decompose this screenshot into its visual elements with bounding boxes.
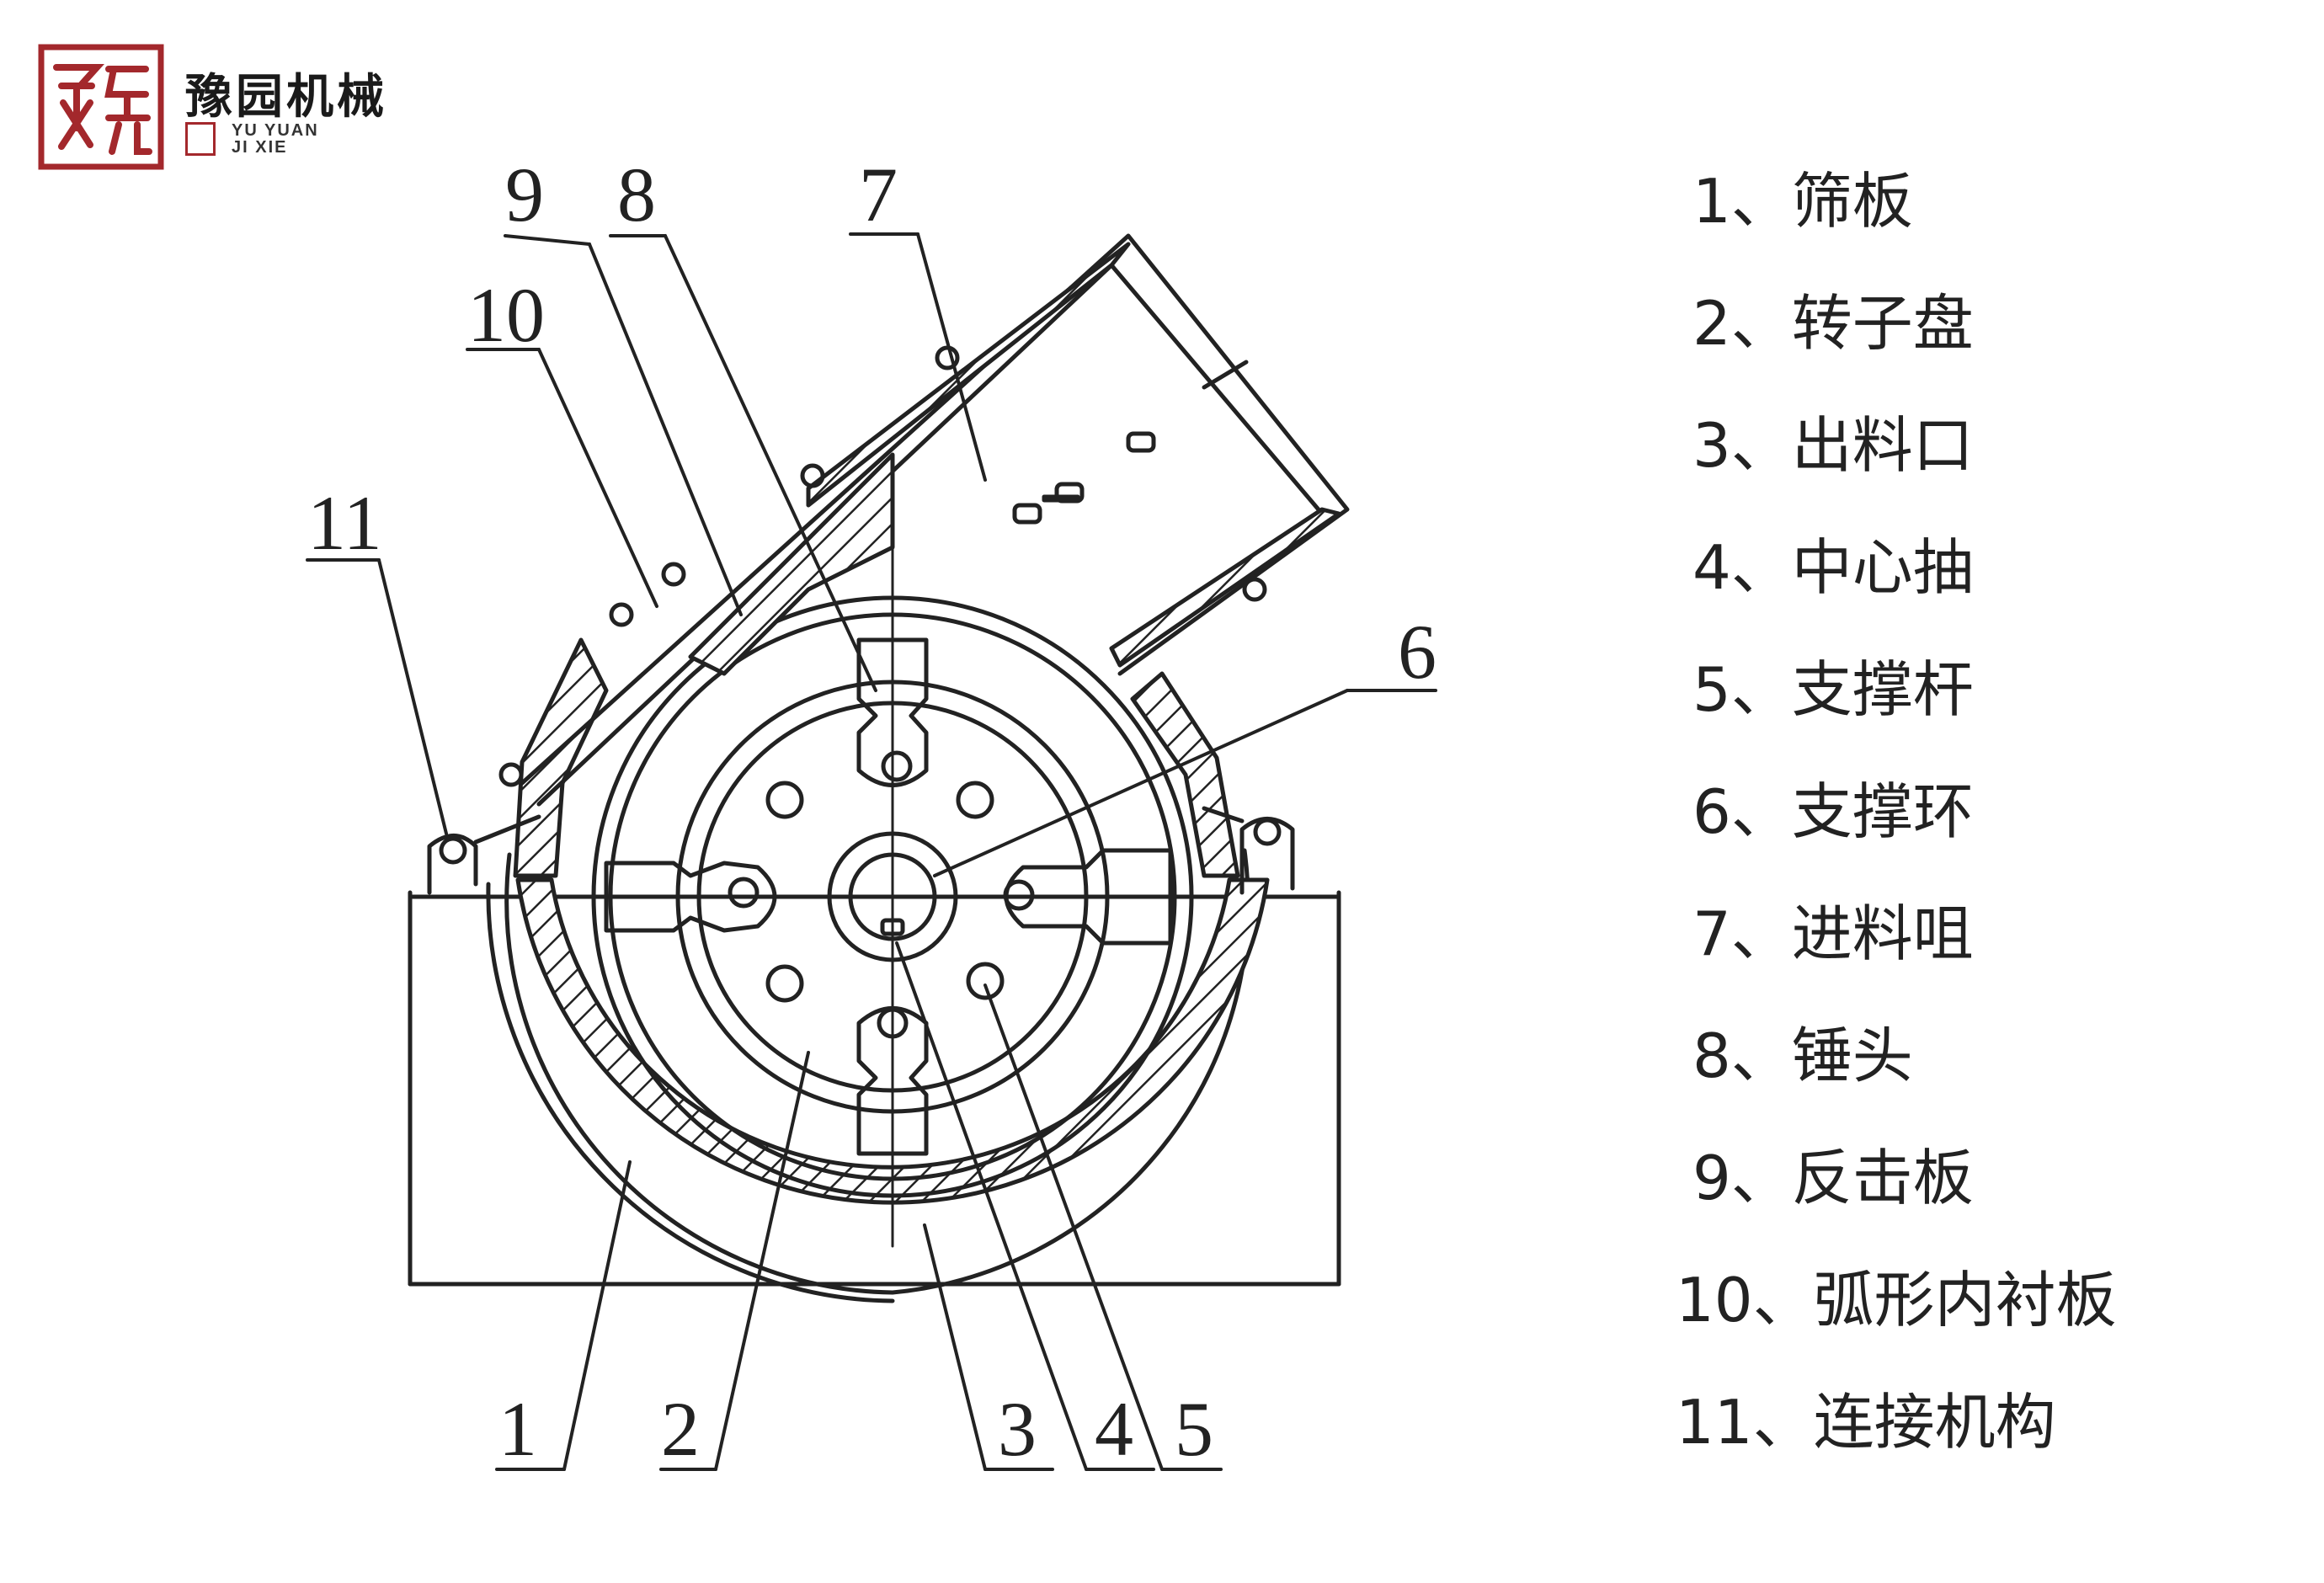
legend-item: 10、弧形内衬板 [1676,1265,2117,1335]
mini-seal-icon [185,122,216,156]
legend-item: 6、支撑环 [1692,776,1974,847]
brand-name-en: YU YUAN JI XIE [232,122,319,156]
brand-name-cn: 豫园机械 [185,70,387,125]
centerlines [588,537,1197,1248]
leader-lines [306,232,1437,1471]
callout-5: 5 [1175,1386,1213,1472]
legend-item: 1、筛板 [1692,166,1913,237]
legend-item: 5、支撑杆 [1692,654,1974,725]
legend-item: 2、转子盘 [1692,288,1974,359]
callout-1: 1 [498,1386,537,1472]
brand-name-en-line1: YU YUAN [232,121,319,140]
callout-3: 3 [998,1386,1037,1472]
callout-11: 11 [307,480,382,566]
seal-logo-icon [38,44,164,170]
legend-item: 11、连接机构 [1676,1387,2056,1458]
callout-8: 8 [617,152,656,237]
callout-6: 6 [1398,609,1437,695]
callout-4: 4 [1095,1386,1133,1472]
legend-item: 7、进料咀 [1692,898,1974,969]
legend-item: 8、锤头 [1692,1021,1913,1091]
callout-2: 2 [661,1386,700,1472]
connecting-mechanism [427,345,1295,895]
legend-item: 3、出料口 [1692,410,1974,481]
brand-name-en-line2: JI XIE [232,138,288,157]
legend-item: 9、反击板 [1692,1143,1974,1213]
hammers [604,637,1173,1156]
callout-10: 10 [467,272,545,358]
brand-logo: 豫园机械 YU YUAN JI XIE [38,44,417,170]
legend-item: 4、中心抽 [1692,532,1974,603]
callout-7: 7 [859,152,898,237]
callout-9: 9 [505,152,544,237]
hammer-crusher-drawing: 1 2 3 4 5 6 7 8 9 10 11 [306,152,1437,1472]
feed-chute [520,233,1350,807]
bolt-holes [765,781,1005,1003]
callout-labels: 1 2 3 4 5 6 7 8 9 10 11 [307,152,1437,1472]
